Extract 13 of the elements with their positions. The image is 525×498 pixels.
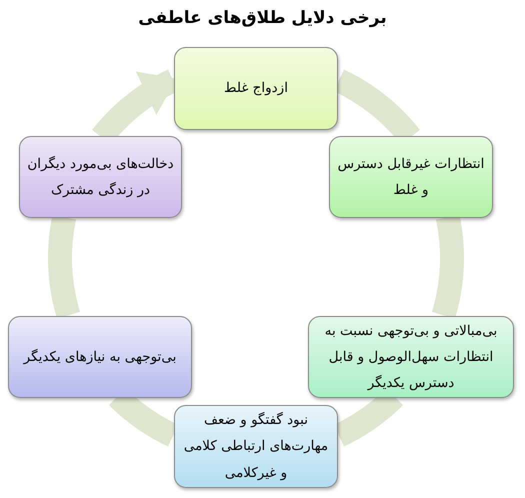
cause-box xyxy=(8,316,192,398)
cause-box xyxy=(329,136,493,218)
cause-text: ازدواج غلط xyxy=(223,79,289,98)
cause-box xyxy=(174,47,338,130)
cause-text: بی‌توجهی به نیازهای یکدیگر xyxy=(22,348,178,367)
cause-text: انتظارات غیرقابل دسترس و غلط xyxy=(336,154,486,200)
cause-text: بی‌مبالاتی و بی‌توجهی نسبت به انتظارات سهل‌الوصول و قابل دسترس یکدیگر xyxy=(324,322,498,394)
diagram-title: برخی دلایل طلاق‌های عاطفی xyxy=(137,8,388,28)
cause-box xyxy=(19,136,182,218)
cause-box xyxy=(174,405,338,488)
cause-text: دخالت‌های بی‌مورد دیگران در زندگی مشترک xyxy=(26,154,175,200)
cause-text: نبود گفتگو و ضعف مهارت‌های ارتباطی کلامی و غیرکلامی xyxy=(182,411,330,483)
cause-box xyxy=(308,316,514,398)
